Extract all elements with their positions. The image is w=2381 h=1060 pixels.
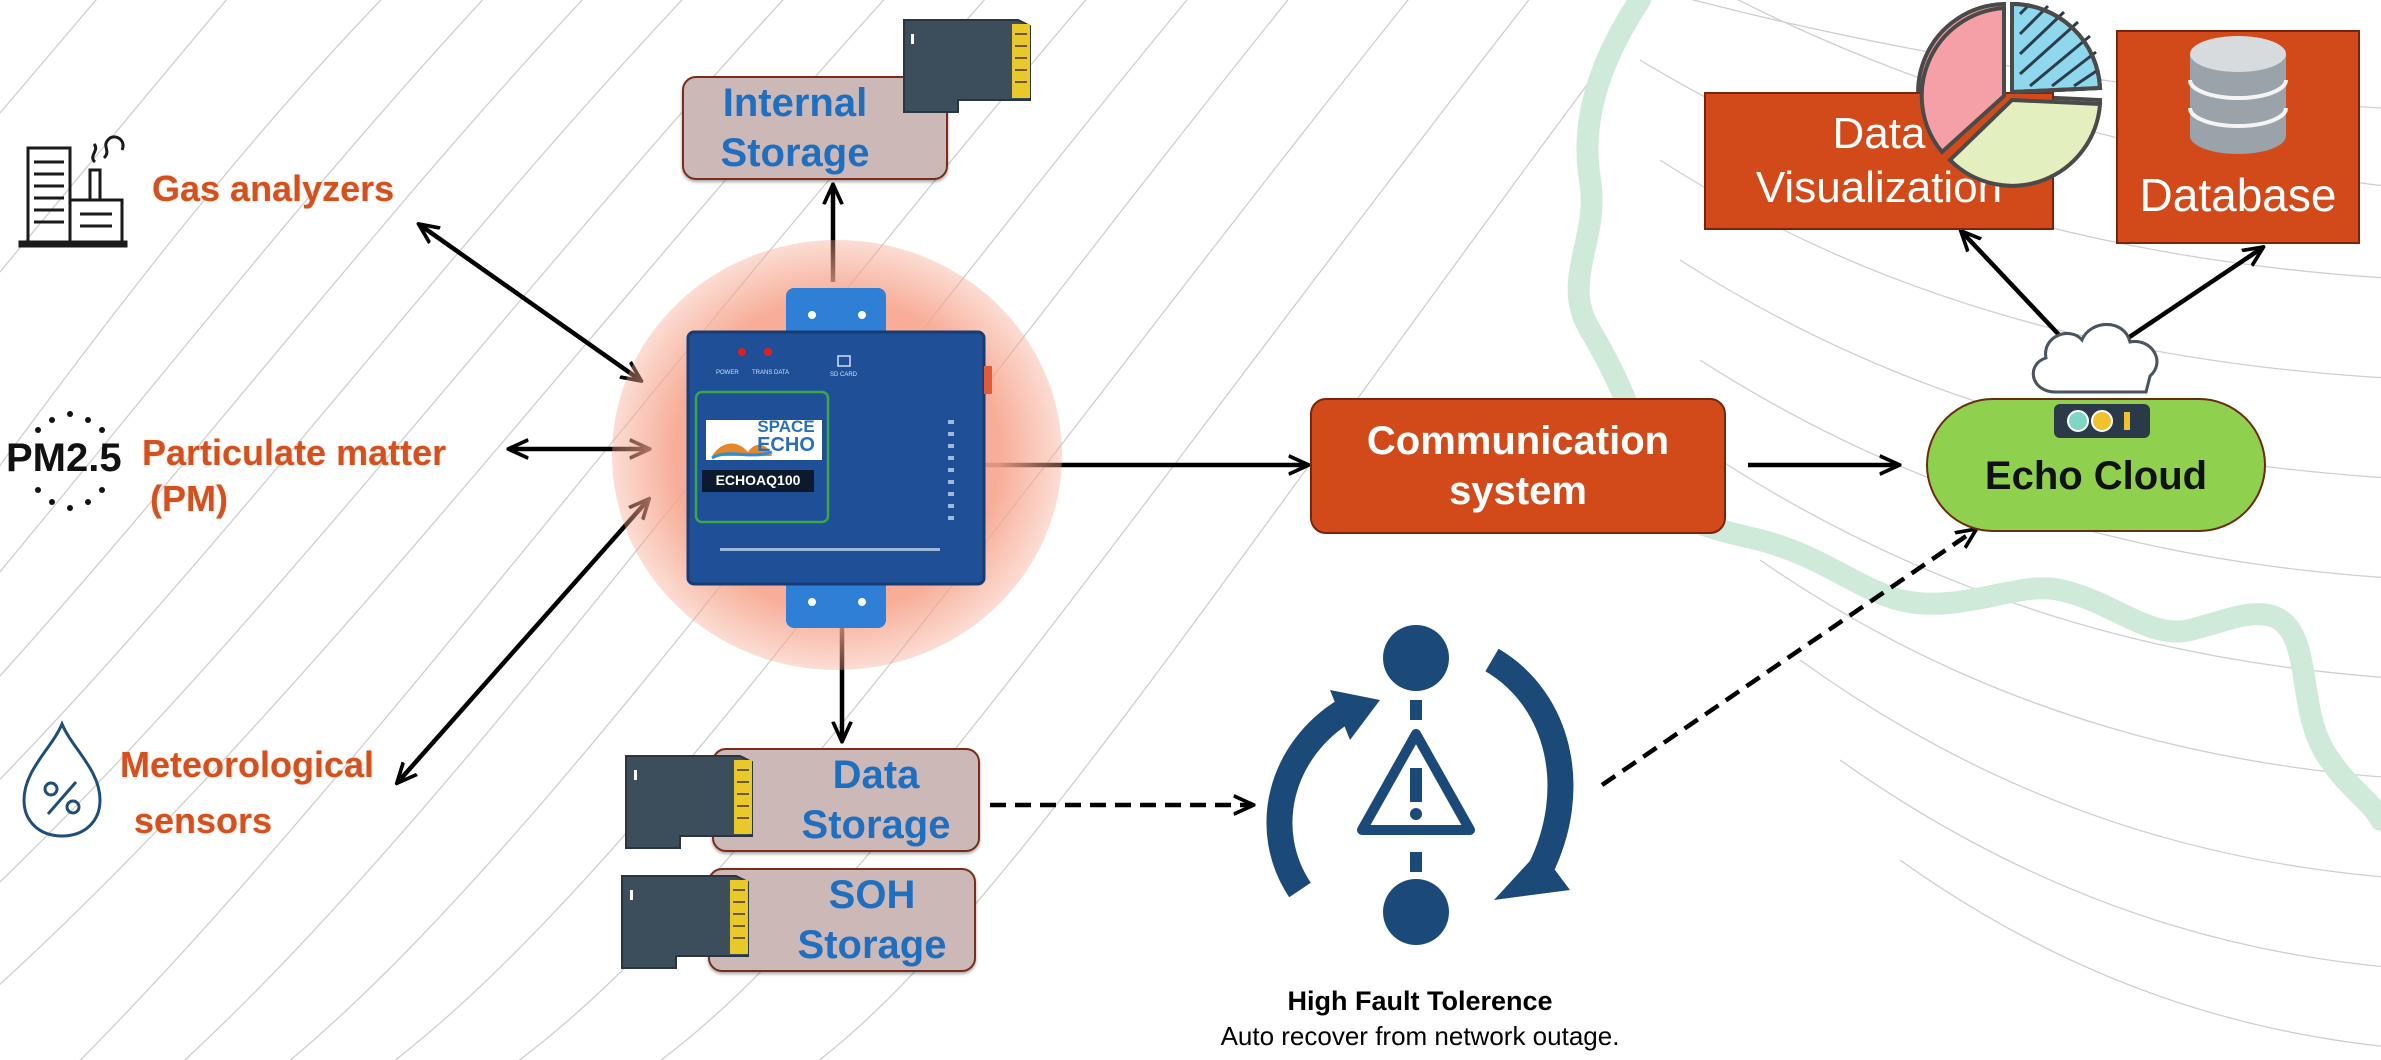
internal-storage-line2: Storage — [720, 131, 870, 175]
device-brand: SPACE ECHO — [746, 417, 826, 456]
brand-line1: SPACE — [757, 417, 815, 436]
brand-line2: ECHO — [757, 434, 815, 456]
internal-storage-box: Internal Storage — [682, 76, 948, 180]
data-storage-line2: Storage — [801, 803, 951, 847]
led-power-label: POWER — [716, 370, 739, 376]
factory-icon — [18, 135, 128, 248]
arrow-gas-device — [420, 225, 640, 380]
comm-line1: Communication — [1366, 419, 1670, 463]
echo-cloud-box: Echo Cloud — [1926, 398, 2266, 532]
arrow-cloud-viz — [1962, 232, 2064, 340]
region-boundary — [1567, 0, 2381, 831]
pm25-icon-text: PM2.5 — [6, 436, 122, 480]
droplet-percent-icon — [22, 720, 102, 838]
device-model: ECHOAQ100 — [715, 472, 801, 488]
database-box: Database — [2116, 30, 2360, 244]
fault-tolerance-caption: High Fault Tolerence Auto recover from n… — [1150, 986, 1690, 1052]
communication-system-box: Communication system — [1310, 398, 1726, 534]
meteorological-label: Meteorological — [120, 744, 375, 785]
comm-line2: system — [1449, 469, 1587, 513]
viz-line1: Data — [1832, 109, 1926, 158]
internal-storage-line1: Internal — [722, 81, 868, 125]
arrow-fault-cloud — [1600, 530, 1975, 787]
gas-analyzers-label: Gas analyzers — [152, 168, 395, 209]
viz-line2: Visualization — [1755, 163, 2003, 212]
data-visualization-box: Data Visualization — [1704, 92, 2054, 230]
fault-subtitle: Auto recover from network outage. — [1220, 1021, 1620, 1051]
data-storage-line1: Data — [832, 753, 920, 797]
led-trans-label: TRANS DATA — [752, 370, 790, 376]
soh-storage-line2: Storage — [797, 923, 947, 967]
pm25-icon — [35, 411, 105, 511]
soh-storage-box: SOH Storage — [708, 868, 976, 972]
echo-cloud-label: Echo Cloud — [1984, 453, 2208, 498]
particulate-matter-label: Particulate matter — [142, 432, 447, 473]
arrow-cloud-database — [2126, 248, 2262, 340]
database-label: Database — [2139, 169, 2337, 221]
arrow-met-device — [398, 500, 648, 782]
datalogger-device — [612, 240, 1062, 670]
warning-cycle-icon — [1266, 625, 1574, 945]
cloud-icon — [2031, 323, 2159, 394]
sd-card-label: SD CARD — [830, 372, 858, 378]
fault-title: High Fault Tolerence — [1287, 986, 1553, 1016]
data-storage-box: Data Storage — [712, 748, 980, 852]
particulate-matter-abbr: (PM) — [150, 478, 228, 519]
soh-storage-line1: SOH — [828, 873, 916, 917]
sensors-label: sensors — [134, 800, 273, 841]
